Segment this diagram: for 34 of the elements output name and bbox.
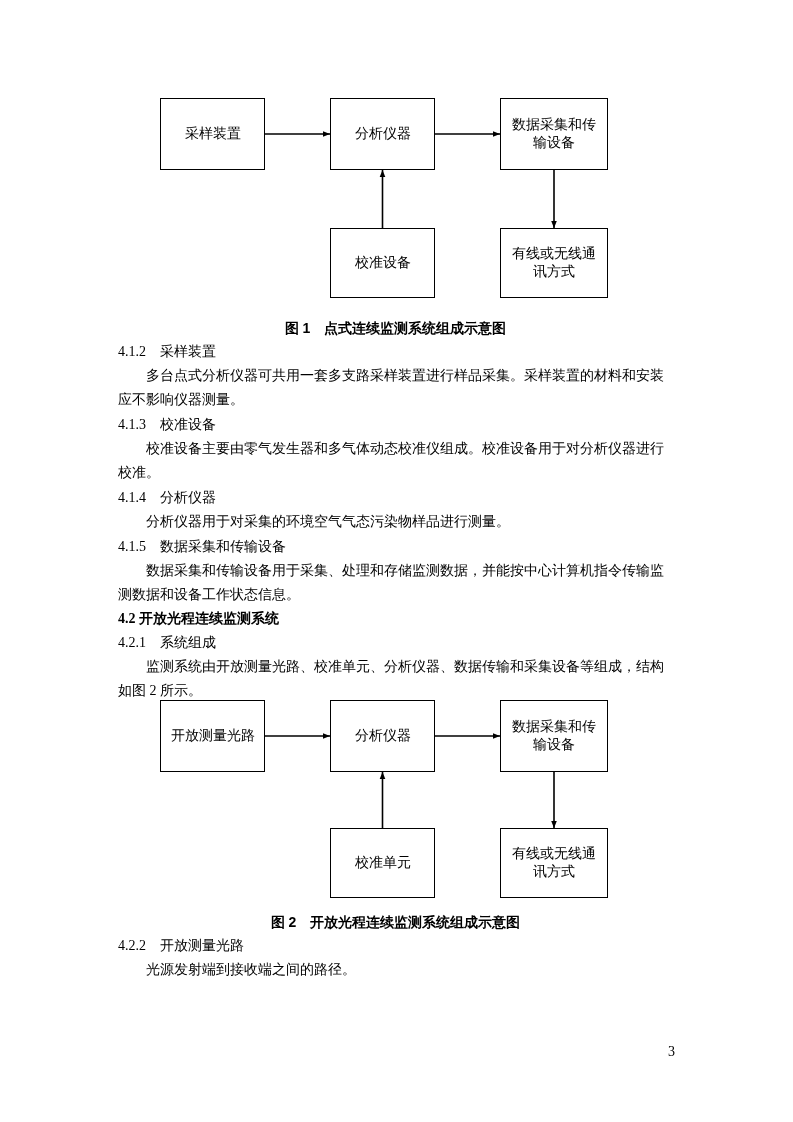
paragraph: 数据采集和传输设备用于采集、处理和存储监测数据，并能按中心计算机指令传输监测数据和设备工作状态信息。 bbox=[118, 562, 665, 604]
section-heading: 4.1.5 数据采集和传输设备 bbox=[118, 538, 287, 556]
arrow bbox=[551, 169, 557, 229]
process-box: 有线或无线通讯方式 bbox=[500, 828, 608, 898]
arrow bbox=[379, 771, 386, 829]
process-box: 开放测量光路 bbox=[160, 700, 265, 772]
process-box: 有线或无线通讯方式 bbox=[500, 228, 608, 298]
section-heading: 4.2.1 系统组成 bbox=[118, 634, 217, 652]
arrow bbox=[434, 733, 501, 739]
process-box: 校准设备 bbox=[330, 228, 435, 298]
page-number: 3 bbox=[667, 1043, 675, 1061]
process-box: 采样装置 bbox=[160, 98, 265, 170]
section-heading: 4.1.3 校准设备 bbox=[118, 416, 217, 434]
figure-caption: 图 1 点式连续监测系统组成示意图 bbox=[283, 319, 508, 338]
paragraph: 校准设备主要由零气发生器和多气体动态校准仪组成。校准设备用于对分析仪器进行校准。 bbox=[118, 440, 665, 482]
paragraph: 分析仪器用于对采集的环境空气气态污染物样品进行测量。 bbox=[145, 513, 511, 531]
section-heading: 4.2.2 开放测量光路 bbox=[118, 937, 245, 955]
arrow bbox=[264, 733, 331, 739]
process-box: 分析仪器 bbox=[330, 98, 435, 170]
process-box: 校准单元 bbox=[330, 828, 435, 898]
paragraph: 多台点式分析仪器可共用一套多支路采样装置进行样品采集。采样装置的材料和安装应不影响仪器测量。 bbox=[118, 367, 665, 409]
arrow bbox=[264, 131, 331, 137]
paragraph: 监测系统由开放测量光路、校准单元、分析仪器、数据传输和采集设备等组成，结构如图 2 所示。 bbox=[118, 658, 665, 700]
process-box: 分析仪器 bbox=[330, 700, 435, 772]
section-heading: 4.2 开放光程连续监测系统 bbox=[118, 610, 280, 628]
figure-caption: 图 2 开放光程连续监测系统组成示意图 bbox=[269, 913, 522, 932]
paragraph: 光源发射端到接收端之间的路径。 bbox=[145, 961, 357, 979]
arrow bbox=[379, 169, 386, 229]
arrow bbox=[551, 771, 557, 829]
process-box: 数据采集和传输设备 bbox=[500, 98, 608, 170]
process-box: 数据采集和传输设备 bbox=[500, 700, 608, 772]
section-heading: 4.1.4 分析仪器 bbox=[118, 489, 217, 507]
arrow bbox=[434, 131, 501, 137]
section-heading: 4.1.2 采样装置 bbox=[118, 343, 217, 361]
